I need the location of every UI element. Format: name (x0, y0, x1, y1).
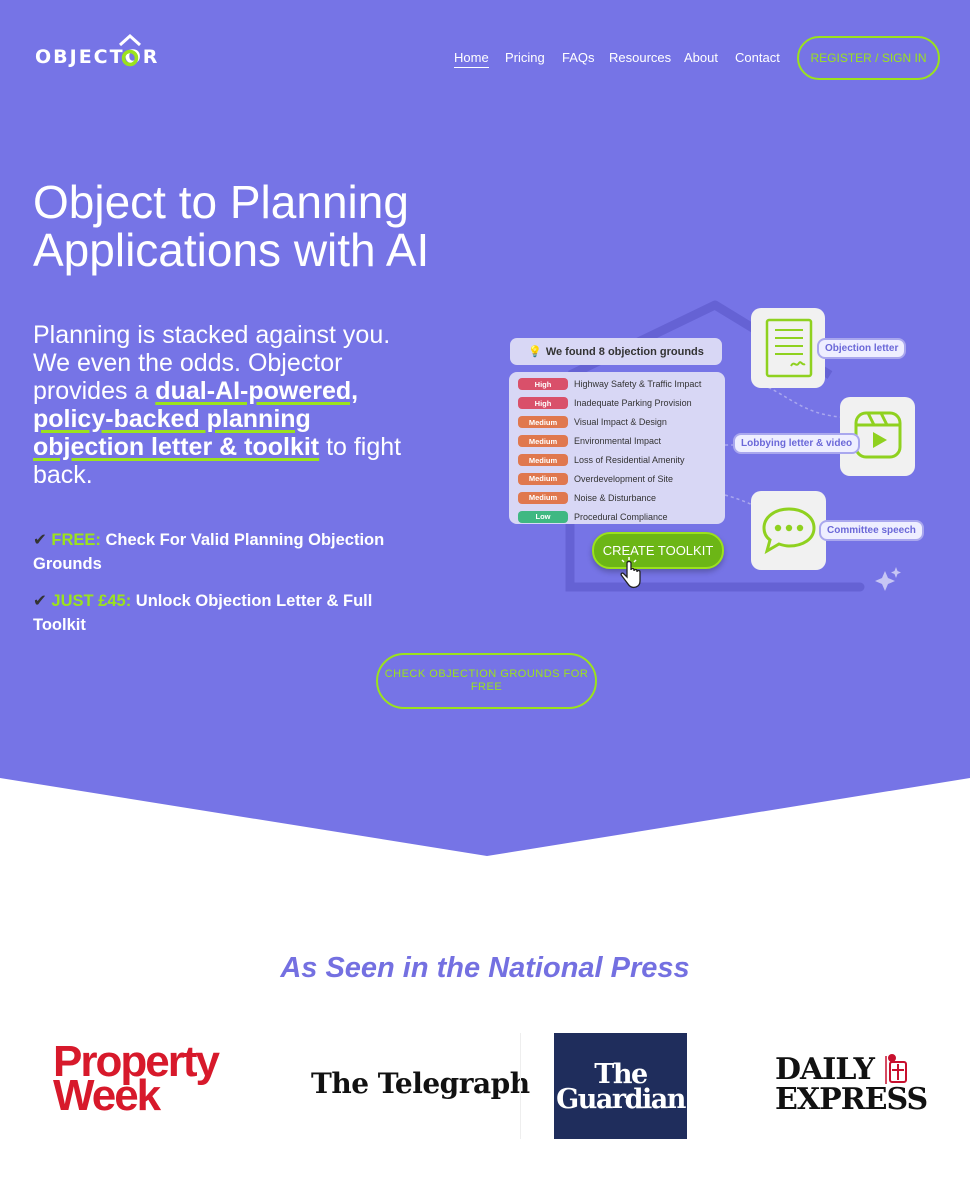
feature-text: Unlock Objection Letter & Full Toolkit (33, 592, 373, 634)
create-toolkit-button: CREATE TOOLKIT (592, 532, 724, 569)
objection-letter-pill: Objection letter (817, 338, 907, 359)
guardian-line2: Guardian (556, 1084, 686, 1115)
press-section-title: As Seen in the National Press (280, 952, 690, 984)
nav-resources[interactable]: Resources (609, 50, 672, 65)
ground-label: Overdevelopment of Site (574, 473, 674, 484)
logo-divider (520, 1033, 521, 1139)
check-icon: ✔ (33, 531, 47, 549)
document-icon (765, 318, 813, 378)
property-week-logo: Property Week (53, 1037, 220, 1120)
property-week-line2: Week (53, 1071, 161, 1120)
nav-contact[interactable]: Contact (735, 50, 780, 65)
telegraph-logo: The Telegraph (311, 1067, 530, 1100)
severity-badge: Medium (518, 435, 568, 448)
feature-text: Check For Valid Planning Objection Groun… (33, 531, 385, 573)
guardian-line1: The (594, 1059, 648, 1090)
hero-section: OBJECTOR Home Pricing FAQs Resources Abo… (0, 0, 970, 856)
check-grounds-button[interactable]: CHECK OBJECTION GROUNDS FOR FREE (376, 653, 597, 709)
feature-accent: JUST £45: (51, 592, 132, 610)
ground-label: Highway Safety & Traffic Impact (574, 379, 702, 390)
list-item: Medium Loss of Residential Amenity (509, 451, 725, 470)
video-play-icon (854, 411, 902, 459)
hero-subtitle-part2: to fight back. (33, 433, 402, 489)
express-line2: EXPRESS (775, 1082, 928, 1117)
found-grounds-text: We found 8 objection grounds (545, 345, 704, 358)
speech-card (751, 491, 826, 570)
committee-speech-pill: Committee speech (819, 520, 924, 541)
severity-badge: Medium (518, 491, 568, 504)
severity-badge: Low (518, 510, 568, 523)
found-grounds-banner: 💡 We found 8 objection grounds (510, 338, 722, 365)
grounds-list: High Highway Safety & Traffic Impact Hig… (509, 372, 725, 524)
logo-accent-dot (121, 49, 139, 67)
severity-badge: High (518, 397, 568, 410)
nav-about[interactable]: About (684, 50, 718, 65)
severity-badge: Medium (518, 472, 568, 485)
hero-illustration: 💡 We found 8 objection grounds High High… (500, 295, 940, 605)
ground-label: Environmental Impact (574, 436, 662, 447)
logo-text: OBJECTOR (35, 46, 160, 68)
hand-cursor-icon (620, 557, 641, 589)
hero-subtitle-part1: Planning is stacked against you. We even… (33, 321, 391, 405)
hero-subtitle: Planning is stacked against you. We even… (33, 321, 423, 489)
express-crusader-emblem (885, 1054, 907, 1084)
lobbying-pill: Lobbying letter & video (733, 433, 861, 454)
hero-title: Object to Planning Applications with AI (33, 176, 430, 276)
nav-home[interactable]: Home (454, 50, 489, 68)
nav-pricing[interactable]: Pricing (505, 50, 545, 65)
check-icon: ✔ (33, 592, 47, 610)
ground-label: Visual Impact & Design (574, 417, 667, 428)
feature-free: ✔ FREE: Check For Valid Planning Objecti… (33, 528, 413, 576)
register-signin-button[interactable]: REGISTER / SIGN IN (797, 36, 940, 80)
ground-label: Loss of Residential Amenity (574, 455, 685, 465)
speech-bubble-icon (762, 507, 816, 555)
letter-card (751, 308, 825, 388)
list-item: Medium Noise & Disturbance (509, 488, 725, 507)
severity-badge: High (518, 378, 568, 391)
ground-label: Inadequate Parking Provision (574, 398, 692, 409)
ground-label: Procedural Compliance (574, 511, 668, 522)
list-item: Medium Visual Impact & Design (509, 413, 725, 432)
daily-express-logo: DAILY EXPRESS (775, 1052, 928, 1117)
lightbulb-icon: 💡 (528, 346, 542, 358)
list-item: Medium Overdevelopment of Site (509, 469, 725, 488)
express-line1: DAILY (775, 1052, 875, 1087)
severity-badge: Medium (518, 416, 568, 429)
list-item: Medium Environmental Impact (509, 432, 725, 451)
list-item: Low Procedural Compliance (509, 507, 725, 526)
list-item: High Highway Safety & Traffic Impact (509, 375, 725, 394)
hero-subtitle-highlight: dual-AI-powered, policy-backed planning … (33, 377, 359, 461)
property-week-line1: Property (53, 1037, 220, 1086)
ground-label: Noise & Disturbance (574, 492, 657, 503)
guardian-logo: The Guardian (554, 1033, 687, 1139)
logo[interactable]: OBJECTOR (35, 44, 159, 68)
logo-roof-icon (118, 33, 142, 47)
severity-badge: Medium (518, 454, 568, 466)
list-item: High Inadequate Parking Provision (509, 394, 725, 413)
hero-background (0, 0, 970, 856)
feature-paid: ✔ JUST £45: Unlock Objection Letter & Fu… (33, 589, 413, 637)
feature-accent: FREE: (51, 531, 101, 549)
nav-faqs[interactable]: FAQs (562, 50, 595, 65)
